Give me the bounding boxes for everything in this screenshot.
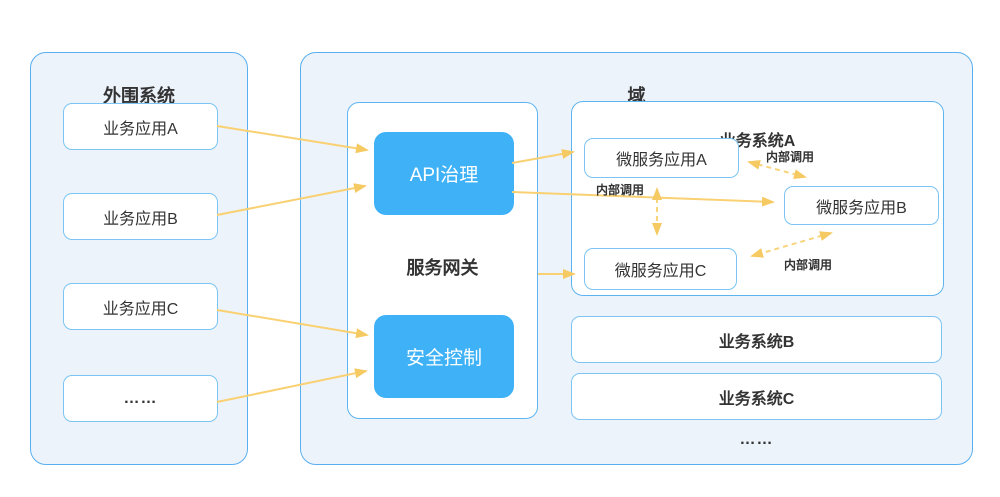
domain-panel-title: 域 [627, 85, 646, 106]
peripheral-panel-title: 外围系统 [103, 85, 175, 106]
business-app-a-node: 业务应用A [63, 103, 218, 150]
microservice-app-c-node: 微服务应用C [584, 248, 737, 290]
business-system-c-node: 业务系统C [571, 373, 942, 420]
business-app-c-node: 业务应用C [63, 283, 218, 330]
more-systems-ellipsis: …… [739, 431, 774, 448]
internal-call-label-a-c: 内部调用 [596, 183, 645, 197]
business-app-more-node: …… [63, 375, 218, 422]
domain-panel: 域 API治理 服务网关 安全控制 业务系统A 微服务应用A 微服务应用B 微服… [300, 52, 973, 465]
service-gateway-label: 服务网关 [406, 258, 479, 278]
peripheral-systems-panel: 外围系统 业务应用A 业务应用B 业务应用C …… [30, 52, 248, 465]
api-governance-module: API治理 [374, 132, 514, 215]
business-system-b-node: 业务系统B [571, 316, 942, 363]
service-gateway-box: API治理 服务网关 安全控制 [347, 102, 538, 419]
microservice-app-b-node: 微服务应用B [784, 186, 939, 225]
internal-call-label-a-b: 内部调用 [766, 150, 815, 164]
business-app-b-node: 业务应用B [63, 193, 218, 240]
security-control-module: 安全控制 [374, 315, 514, 398]
internal-call-label-b-c: 内部调用 [784, 258, 833, 272]
microservice-app-a-node: 微服务应用A [584, 138, 739, 178]
business-system-a-box: 业务系统A 微服务应用A 微服务应用B 微服务应用C [571, 101, 944, 296]
